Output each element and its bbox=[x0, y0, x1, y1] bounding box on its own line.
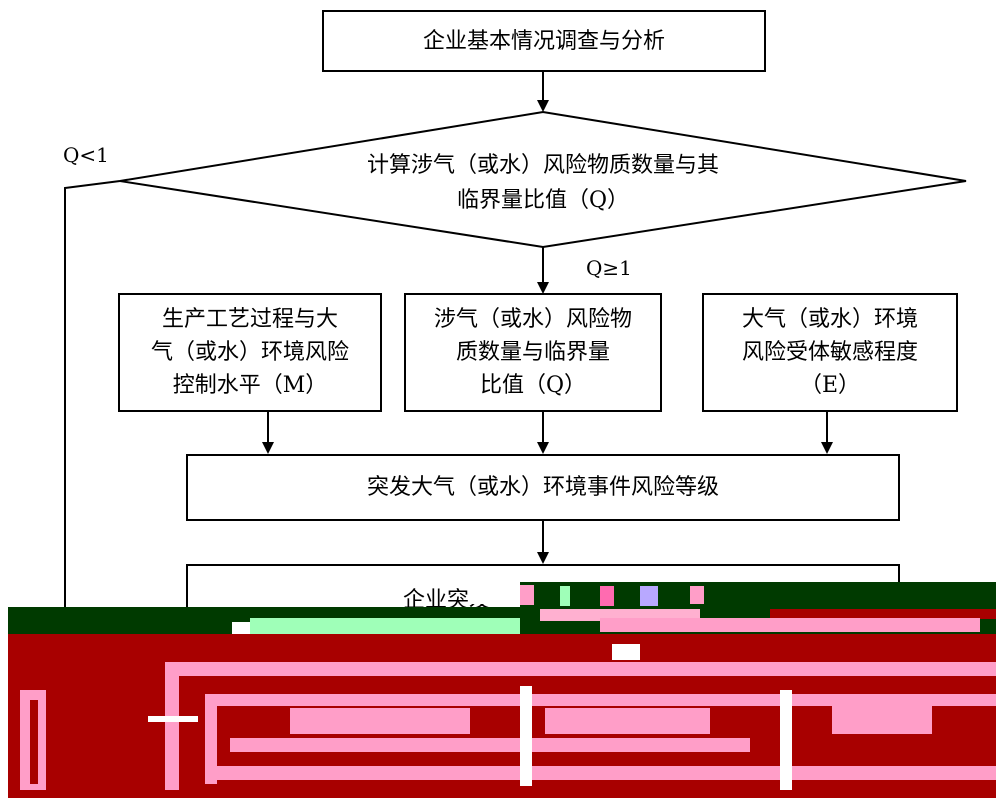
q-at-least-1-label: Q≥1 bbox=[586, 256, 632, 280]
survey-analysis-box: 企业基本情况调查与分析 bbox=[322, 10, 766, 72]
risk-level-box: 突发大气（或水）环境事件风险等级 bbox=[186, 454, 900, 521]
decision-q-text: 计算涉气（或水）风险物质数量与其 临界量比值（Q） bbox=[366, 153, 719, 214]
q-less-than-1-label: Q<1 bbox=[63, 143, 109, 167]
factor-q-box: 涉气（或水）风险物 质数量与临界量 比值（Q） bbox=[404, 293, 662, 412]
survey-analysis-text: 企业基本情况调查与分析 bbox=[422, 28, 665, 54]
decision-diamond bbox=[119, 110, 967, 249]
factor-q-text: 涉气（或水）风险物 质数量与临界量 比值（Q） bbox=[433, 307, 632, 398]
factor-e-box: 大气（或水）环境 风险受体敏感程度 （E） bbox=[702, 293, 958, 412]
factor-e-text: 大气（或水）环境 风险受体敏感程度 （E） bbox=[741, 307, 918, 398]
factor-m-box: 生产工艺过程与大 气（或水）环境风险 控制水平（M） bbox=[118, 293, 382, 412]
risk-level-text: 突发大气（或水）环境事件风险等级 bbox=[366, 475, 719, 500]
factor-m-text: 生产工艺过程与大 气（或水）环境风险 控制水平（M） bbox=[150, 307, 349, 398]
q-less-than-1-bypass-line bbox=[64, 180, 121, 798]
